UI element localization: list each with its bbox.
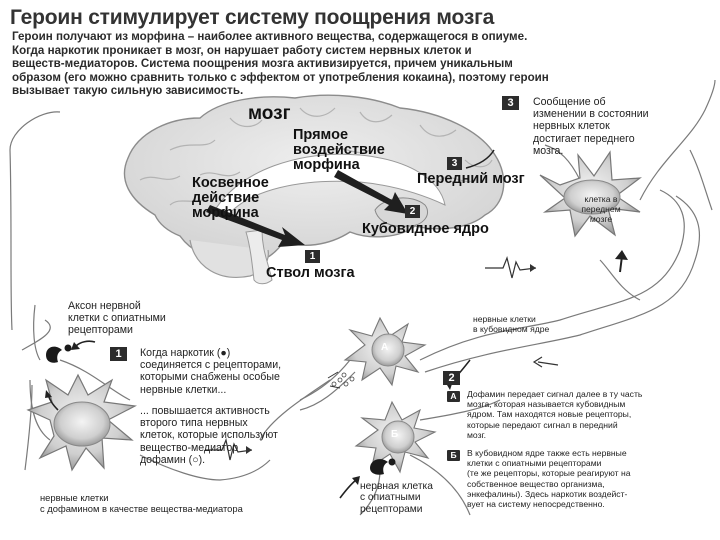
label-line: действие bbox=[192, 190, 260, 206]
badge-step-2-A: А bbox=[447, 391, 460, 402]
text-line: энкефалины). Здесь наркотик воздейст- bbox=[467, 488, 628, 499]
badge-2-brain: 2 bbox=[405, 205, 420, 218]
intro-line: образом (его можно сравнить только с эфф… bbox=[12, 70, 549, 84]
cell-A-shape bbox=[343, 316, 427, 387]
text-line: второго типа нервных bbox=[140, 417, 248, 430]
text-line: с дофамином в качестве вещества-медиатор… bbox=[40, 503, 243, 514]
text-line: В кубовидном ядре также есть нервные bbox=[467, 448, 627, 458]
dopamine-cells-label: нервные клетки с дофамином в качестве ве… bbox=[40, 492, 243, 514]
brainstem-label: Ствол мозга bbox=[266, 265, 355, 281]
text-line: дофамин (○). bbox=[140, 453, 206, 466]
forebrain-cell bbox=[539, 150, 642, 238]
intro-line: вызывает такую сильную зависимость. bbox=[12, 84, 244, 98]
text-line: в кубовидном ядре bbox=[473, 324, 550, 335]
text-line: Сообщение об bbox=[533, 96, 606, 108]
text-line: соединяется с рецепторами, bbox=[140, 359, 282, 372]
text-line: достигает переднего bbox=[533, 132, 635, 145]
direct-action-label: Прямое воздействие морфина bbox=[293, 128, 385, 173]
indirect-action-label: Косвенное действие морфина bbox=[192, 176, 269, 221]
text-line: Аксон нервной bbox=[68, 300, 141, 312]
opiate-receptors bbox=[46, 344, 396, 475]
intro-paragraph: Героин получают из морфина – наиболее ак… bbox=[12, 30, 702, 98]
step-1-text-b: ... повышается активность второго типа н… bbox=[140, 405, 278, 466]
label-line: морфина bbox=[192, 205, 259, 221]
step-2-B-text: В кубовидном ядре также есть нервные кле… bbox=[467, 448, 631, 509]
text-line: Дофамин передает сигнал далее в ту часть bbox=[467, 389, 643, 399]
text-line: мозг. bbox=[467, 429, 487, 440]
label-line: воздействие bbox=[293, 142, 385, 158]
axon-label: Аксон нервной клетки с опиатными рецепто… bbox=[68, 300, 166, 337]
text-line: клетка в переднем bbox=[581, 194, 621, 215]
brain-label: мозг bbox=[248, 103, 291, 124]
step-1-text-a: Когда наркотик (●) соединяется с рецепто… bbox=[140, 347, 281, 396]
badge-step-2: 2 bbox=[443, 371, 460, 385]
badge-3-brain: 3 bbox=[447, 157, 462, 170]
text-line: мозга. bbox=[533, 144, 564, 157]
badge-step-2-B: Б bbox=[447, 450, 460, 461]
cell-B-shape bbox=[354, 400, 437, 474]
text-line: которые передают сигнал в передний bbox=[467, 419, 618, 430]
page-title: Героин стимулирует систему поощрения моз… bbox=[10, 6, 495, 29]
brain-outline bbox=[123, 94, 505, 285]
forebrain-cell-label: клетка в переднем мозге bbox=[566, 194, 636, 225]
badge-step-1: 1 bbox=[110, 347, 127, 361]
text-line: собственное вещество организма, bbox=[467, 478, 605, 489]
intro-line: Когда наркотик проникает в мозг, он нару… bbox=[12, 43, 472, 57]
label-line: Прямое bbox=[293, 127, 349, 143]
text-line: мозге bbox=[589, 214, 613, 225]
text-line: нервные клетки... bbox=[140, 383, 227, 396]
step-3-text: Сообщение об изменении в состоянии нервн… bbox=[533, 96, 693, 157]
text-line: ядром. Там находятся новые рецепторы, bbox=[467, 409, 632, 420]
text-line: рецепторами bbox=[360, 503, 423, 515]
striatum-label: Кубовидное ядро bbox=[362, 221, 489, 237]
striatum-cells-label: нервные клетки в кубовидном ядре bbox=[473, 314, 549, 334]
cell-B-letter: Б bbox=[391, 429, 399, 440]
text-line: нервная клетка bbox=[360, 481, 433, 492]
text-line: (те же рецепторы, которые реагируют на bbox=[467, 468, 631, 479]
text-line: изменении в состоянии bbox=[533, 108, 649, 121]
nerve-fibers bbox=[9, 79, 716, 516]
text-line: вещество-медиатор bbox=[140, 441, 239, 454]
text-line: с опиатными bbox=[360, 492, 421, 504]
intro-line: веществ-медиаторов. Система поощрения мо… bbox=[12, 57, 513, 71]
text-line: вует на систему непосредственно. bbox=[467, 499, 605, 510]
text-line: клеток, которые используют bbox=[140, 429, 278, 442]
step-2-A-text: Дофамин передает сигнал далее в ту часть… bbox=[467, 389, 642, 440]
text-line: нервные клетки bbox=[473, 314, 536, 324]
label-line: морфина bbox=[293, 157, 360, 173]
forebrain-label: Передний мозг bbox=[417, 171, 525, 187]
cell-A-letter: А bbox=[381, 342, 389, 353]
text-line: которыми снабжены особые bbox=[140, 371, 280, 384]
text-line: нервные клетки bbox=[40, 492, 109, 503]
badge-step-3: 3 bbox=[502, 96, 519, 110]
opiate-cell-label: нервная клетка с опиатными рецепторами bbox=[360, 481, 433, 515]
text-line: рецепторами bbox=[68, 324, 133, 337]
text-line: мозга, которая называется кубовидным bbox=[467, 399, 626, 410]
text-line: ... повышается активность bbox=[140, 405, 270, 417]
intro-line: Героин получают из морфина – наиболее ак… bbox=[12, 30, 528, 43]
text-line: клетки с опиатными рецепторами bbox=[467, 458, 602, 469]
badge-1-brain: 1 bbox=[305, 250, 320, 263]
label-line: Косвенное bbox=[192, 175, 269, 191]
text-line: клетки с опиатными bbox=[68, 312, 166, 325]
dopamine-cell-shape bbox=[26, 373, 137, 472]
text-line: Когда наркотик (●) bbox=[140, 347, 231, 359]
morphine-arrows bbox=[206, 170, 408, 247]
text-line: нервных клеток bbox=[533, 120, 610, 133]
